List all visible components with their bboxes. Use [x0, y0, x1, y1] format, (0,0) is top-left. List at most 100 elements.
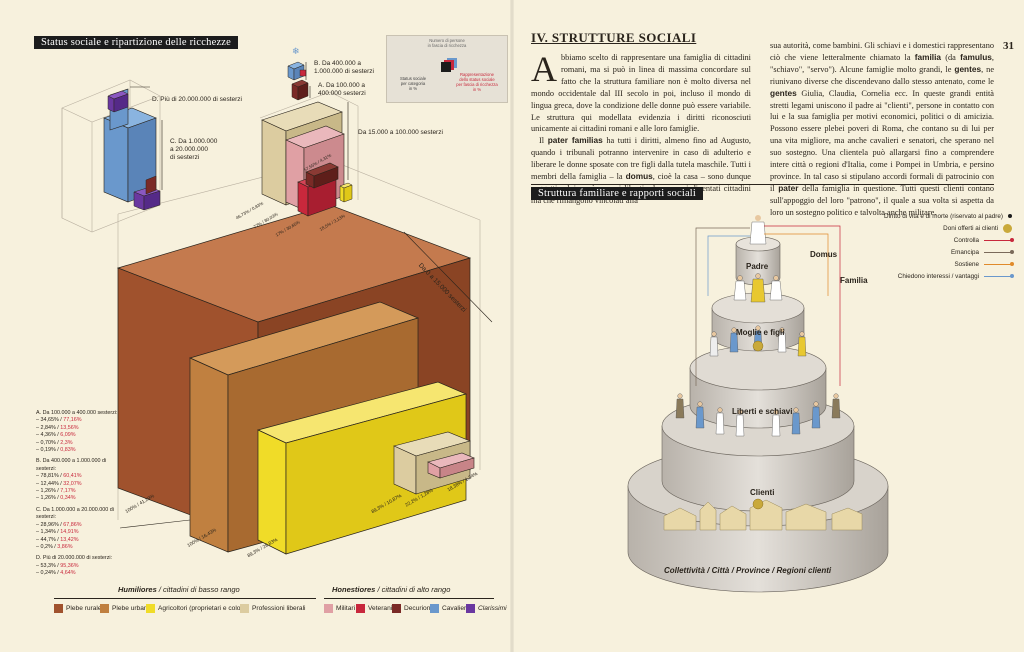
arrow-line-icon — [984, 261, 1014, 266]
tier-label-clienti: Clienti — [750, 488, 775, 497]
relation-row: Sostiene — [842, 258, 1014, 270]
legend-swatch — [54, 604, 63, 613]
legend-item: Plebe rurale — [54, 604, 102, 613]
label-c: C. Da 1.000.000 a 20.000.000 di sesterzi — [170, 138, 218, 161]
tier-label-moglie: Moglie e figli — [736, 328, 785, 337]
relation-row: Controlla — [842, 234, 1014, 246]
relation-row: Emancipa — [842, 246, 1014, 258]
stats-row: – 44,7% / 13,42% — [36, 536, 79, 543]
figure-padre — [749, 215, 767, 245]
page-number: 31 — [1003, 40, 1014, 52]
dot-icon — [1008, 214, 1012, 218]
side-label-domus: Domus — [810, 250, 838, 259]
stats-row: – 0,19% / 0,83% — [36, 447, 76, 454]
wealth-distribution-chart: ❄ — [61, 46, 493, 555]
figures-clienti — [675, 393, 841, 437]
text-column-2: sua autorità, come bambini. Gli schiavi … — [770, 40, 994, 219]
legend-item: Decurioni — [392, 604, 432, 613]
stats-row: – 1,34% / 14,91% — [36, 529, 79, 536]
stats-heading: A. Da 100.000 a 400.000 sesterzi: — [36, 410, 118, 416]
legend-item: Plebe urbana — [100, 604, 151, 613]
legend-key-cube — [441, 62, 451, 72]
legend-key-box: Numero di persone in fascia di ricchezza… — [386, 35, 508, 103]
block-a-decurioni — [291, 79, 309, 101]
honestiores-rule — [324, 598, 494, 599]
text-rule — [531, 184, 994, 185]
drop-cap: A — [531, 49, 557, 89]
legend-item: Professioni liberali — [240, 604, 306, 613]
snowflake-icon: ❄ — [292, 46, 300, 56]
block-b-cavalieri — [287, 61, 307, 81]
relation-row: Diritto di vita e di morte (riservato al… — [842, 210, 1012, 222]
stats-heading: C. Da 1.000.000 a 20.000.000 di sesterzi… — [36, 506, 114, 521]
label-b: B. Da 400.000 a 1.000.000 di sesterzi — [314, 60, 374, 75]
legend-item: Agricoltori (proprietari e coloni) — [146, 604, 248, 613]
group-honestiores: Honestiores / cittadini di alto rango — [332, 585, 451, 594]
social-structure-diagram — [627, 215, 889, 593]
stats-row: – 12,44% / 32,07% — [36, 480, 82, 487]
label-mid: Da 15.000 a 100.000 sesterzi — [358, 129, 443, 136]
page-gutter — [510, 0, 514, 652]
legend-swatch — [430, 604, 439, 613]
figures-liberti — [709, 325, 807, 357]
legend-item: Veterani — [356, 604, 392, 613]
stats-row: – 1,26% / 0,34% — [36, 495, 76, 502]
label-a: A. Da 100.000 a 400.000 sesterzi — [318, 82, 366, 97]
stats-row: – 78,81% / 60,41% — [36, 473, 82, 480]
stats-group-d: D. Più di 20.000.000 di sesterzi: – 53,3… — [36, 555, 126, 577]
diagram-title: Struttura familiare e rapporti sociali — [531, 187, 704, 200]
stats-row: – 2,84% / 13,56% — [36, 424, 79, 431]
stats-row: – 1,26% / 7,17% — [36, 488, 76, 495]
legend-swatch — [100, 604, 109, 613]
dimension-arrows — [119, 62, 493, 529]
side-label-familia: Familia — [840, 276, 868, 285]
tier-padre — [735, 236, 781, 286]
legend-key-left-label: Status sociale per categoria in % — [399, 76, 427, 91]
tier-label-collettivita: Collettività / Città / Province / Region… — [664, 566, 832, 575]
tier-liberti — [689, 345, 827, 429]
relations-legend: Diritto di vita e di morte (riservato al… — [842, 210, 1014, 282]
arrow-line-icon — [984, 273, 1014, 278]
relation-row: Chiedono interessi / vantaggi — [842, 270, 1014, 282]
legend-swatch — [356, 604, 365, 613]
legend-swatch — [146, 604, 155, 613]
group-humiliores: Humiliores / cittadini di basso rango — [118, 585, 240, 594]
block-c-clarissimi — [133, 175, 161, 211]
stats-row: – 0,24% / 4,64% — [36, 570, 76, 577]
relation-row: Doni offerti ai clienti — [842, 222, 1012, 234]
block-militari-small — [427, 452, 475, 479]
legend-item: Cavalieri — [430, 604, 468, 613]
stats-heading: B. Da 400.000 a 1.000.000 di sesterzi: — [36, 458, 107, 472]
stats-row: – 0,70% / 2,3% — [36, 439, 73, 446]
arrow-line-icon — [984, 237, 1014, 242]
legend-swatch — [392, 604, 401, 613]
block-agricoltori — [256, 381, 468, 555]
left-page-title: Status sociale e ripartizione delle ricc… — [34, 36, 239, 49]
block-mid-agricoltori — [339, 182, 353, 203]
category-legend: Plebe rurale Plebe urbana Agricoltori (p… — [34, 598, 507, 622]
tier-label-liberti: Liberti e schiavi — [732, 407, 793, 416]
stats-row: – 28,96% / 67,86% — [36, 521, 82, 528]
legend-item: Militari — [324, 604, 355, 613]
stats-list: A. Da 100.000 a 400.000 sesterzi: – 34,6… — [36, 410, 126, 578]
tier-label-padre: Padre — [746, 262, 769, 271]
stats-row: – 53,3% / 95,36% — [36, 562, 79, 569]
arrow-line-icon — [984, 249, 1014, 254]
paragraph: sua autorità, come bambini. Gli schiavi … — [770, 41, 995, 217]
section-title: IV. STRUTTURE SOCIALI — [531, 30, 697, 45]
stats-group-a: A. Da 100.000 a 400.000 sesterzi: – 34,6… — [36, 410, 126, 454]
relation-arrows — [695, 225, 841, 386]
legend-key-right-label: Rappresentazione dello status sociale pe… — [456, 72, 498, 92]
stats-row: – 0,2% / 3,86% — [36, 543, 73, 550]
coin-icons — [752, 340, 764, 510]
block-mid-decurioni — [305, 162, 339, 189]
label-d: D. Più di 20.000.000 di sesterzi — [152, 96, 242, 103]
legend-swatch — [324, 604, 333, 613]
humiliores-rule — [54, 598, 316, 599]
legend-item: Clarissimi — [466, 604, 507, 613]
stats-row: – 4,36% / 6,09% — [36, 432, 76, 439]
legend-swatch — [466, 604, 475, 613]
